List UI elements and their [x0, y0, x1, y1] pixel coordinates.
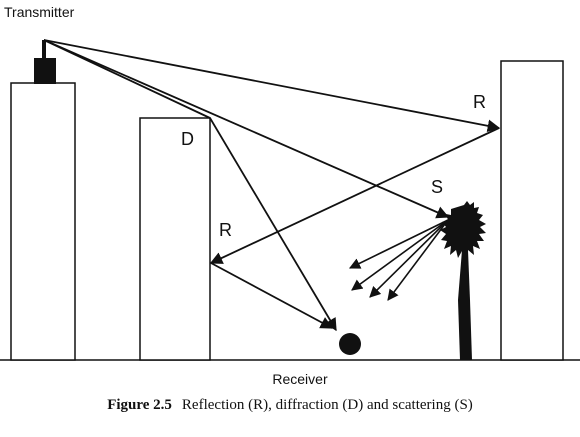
transmitter-building: [10, 82, 76, 361]
ray-to-upper-reflection: [43, 39, 501, 133]
diffraction-label: D: [181, 129, 194, 149]
figure-caption: Figure 2.5 Reflection (R), diffraction (D…: [0, 397, 580, 414]
receiver-label: Receiver: [272, 371, 328, 387]
transmitter-label: Transmitter: [4, 4, 75, 20]
reflected-ray-1: [209, 127, 500, 264]
diffracted-ray: [209, 117, 337, 332]
reflection-label-lower: R: [219, 220, 232, 240]
reflected-ray-2: [210, 262, 334, 329]
receiver-icon: [339, 333, 361, 355]
reflection-label-upper: R: [473, 92, 486, 112]
ray-to-diffraction-edge: [43, 39, 211, 119]
right-building: [500, 60, 564, 361]
ray-to-scatterer: [43, 39, 450, 219]
scattered-rays: [348, 219, 449, 301]
middle-building: [139, 117, 211, 361]
transmitter-antenna: [34, 40, 56, 84]
figure-caption-text: Reflection (R), diffraction (D) and scat…: [181, 397, 473, 413]
figure-number: Figure 2.5: [107, 397, 172, 413]
tree-scatterer: [440, 201, 486, 360]
scattering-label: S: [431, 177, 443, 197]
